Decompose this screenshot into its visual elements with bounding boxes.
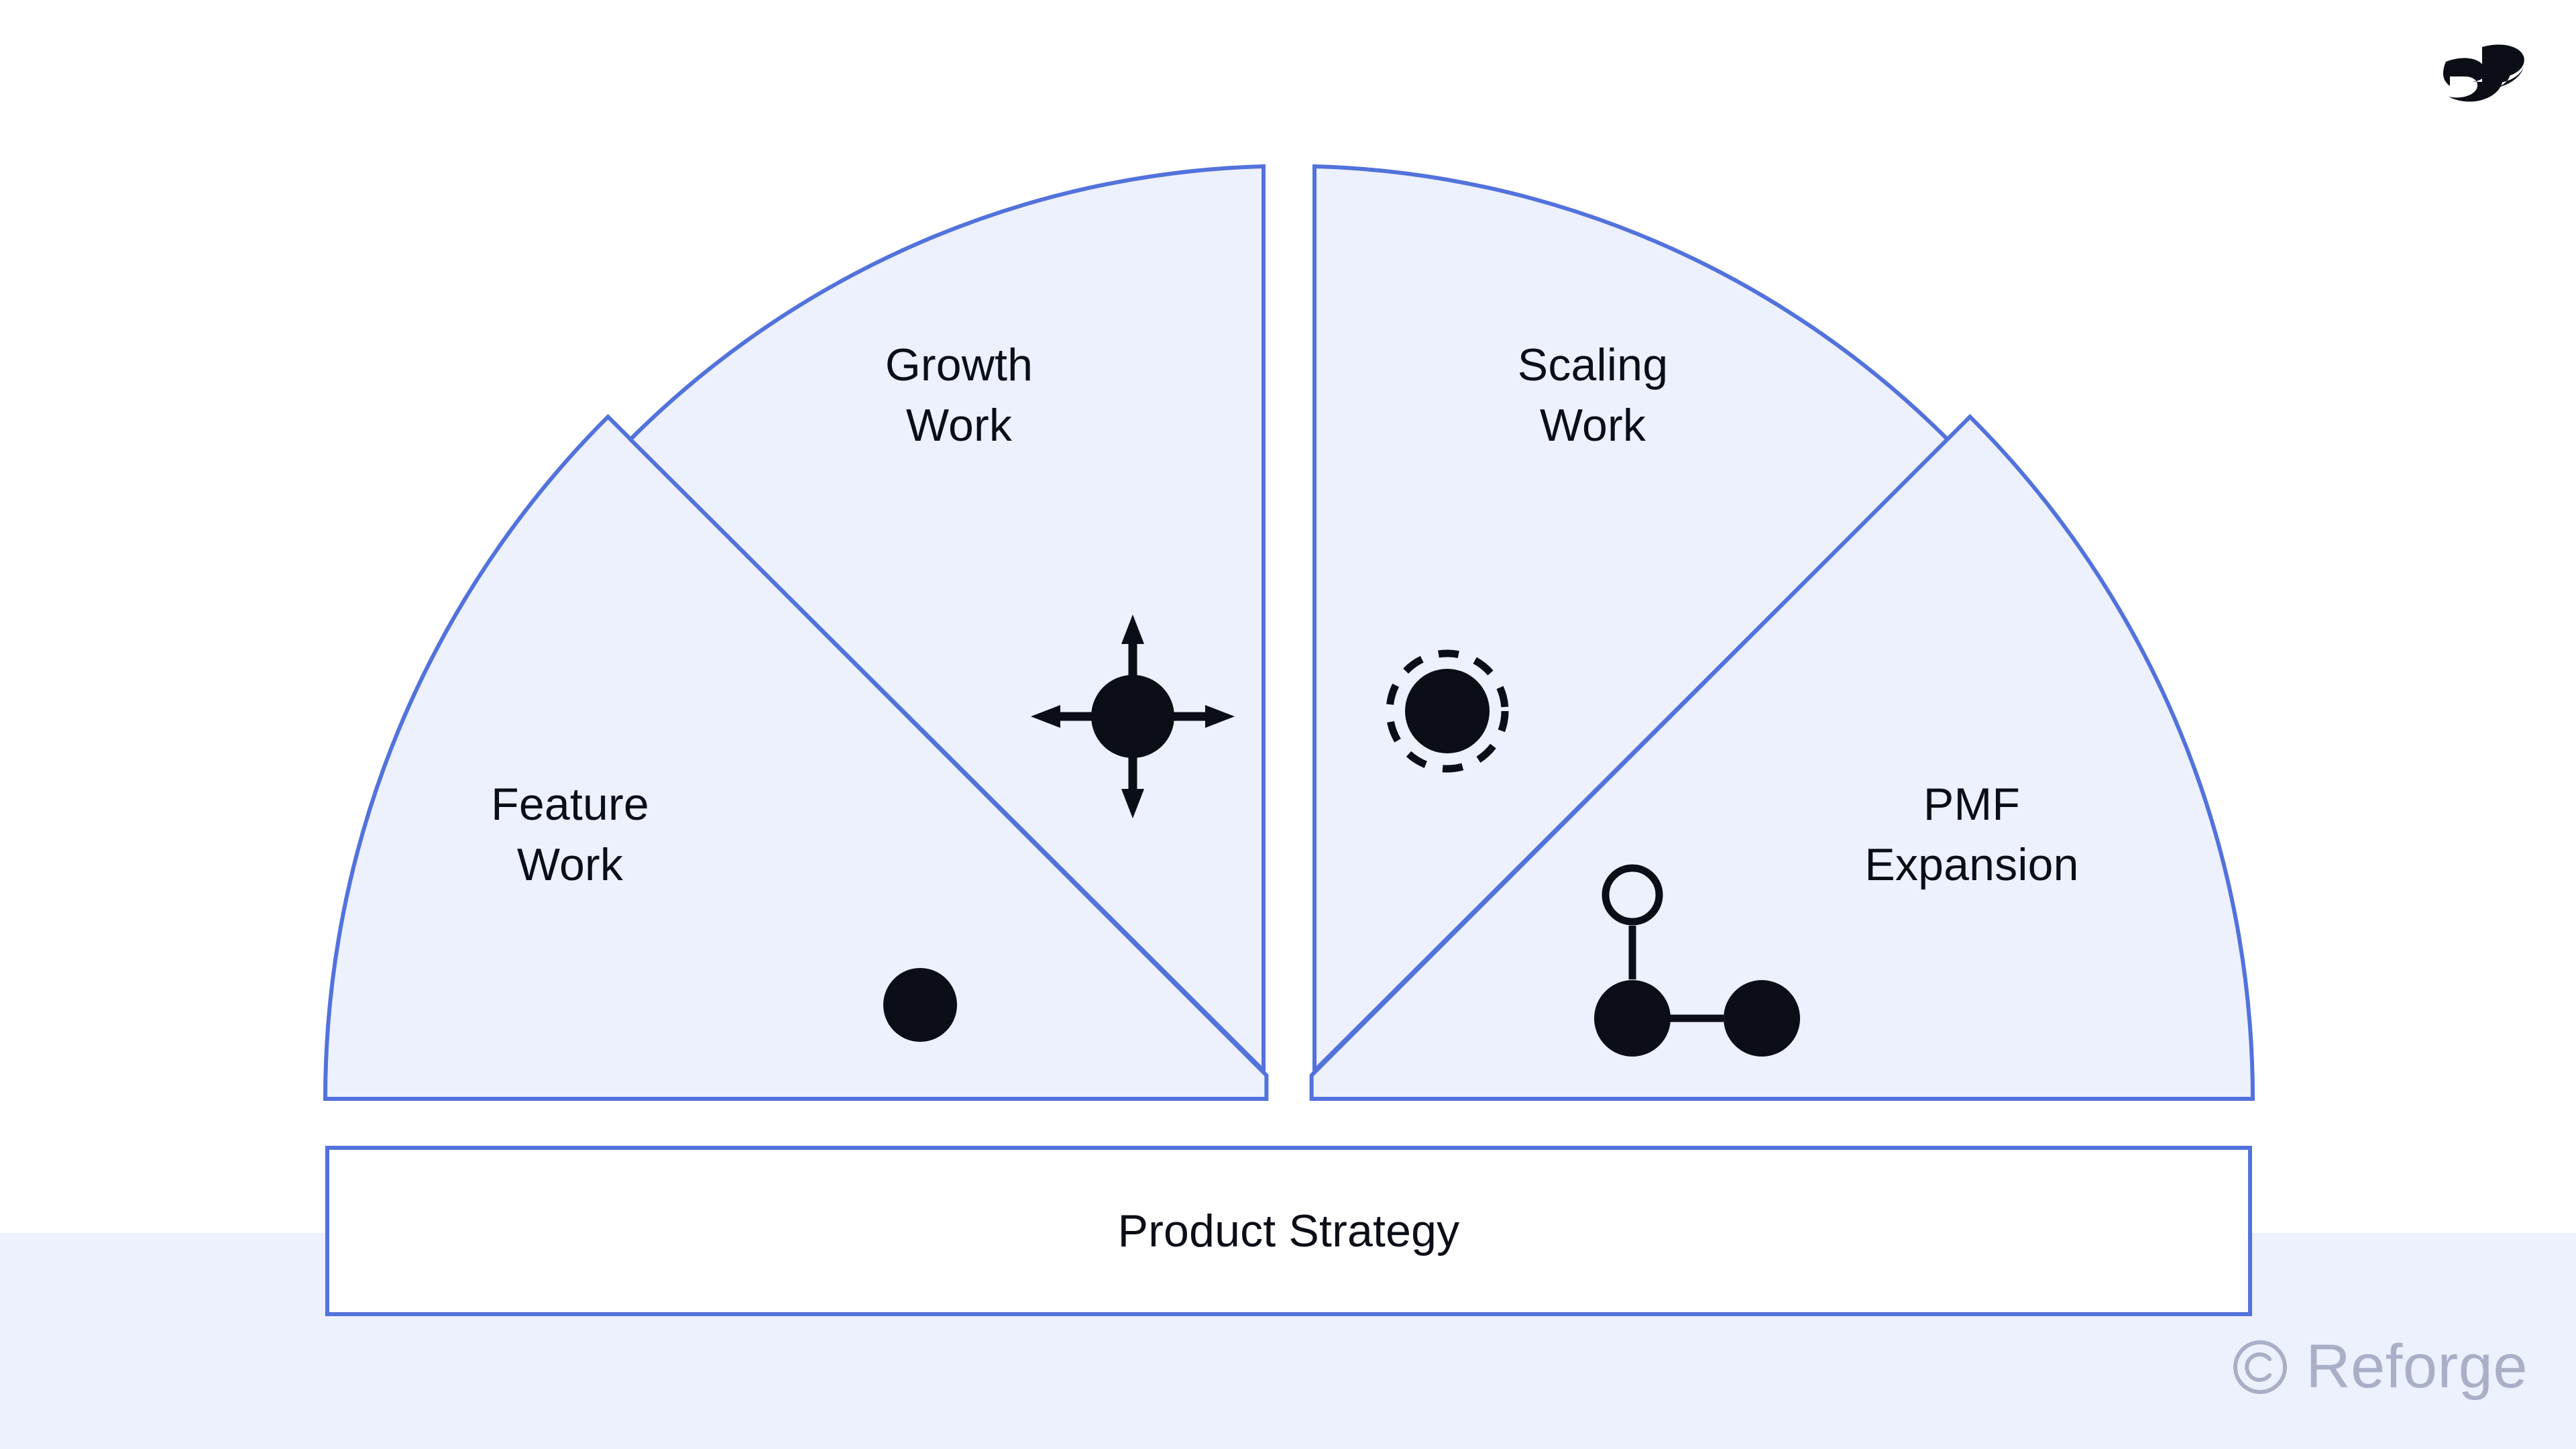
sector-label-feature-work: Feature Work [491, 779, 649, 890]
sector-shape-pmf-expansion [1309, 413, 2255, 1101]
foundation-box-product-strategy[interactable]: Product Strategy [325, 1146, 2252, 1316]
copyright-icon [2233, 1340, 2288, 1394]
sector-scaling-work[interactable] [1312, 164, 1951, 1076]
sector-label-scaling-work: Scaling Work [1517, 339, 1669, 451]
foundation-label: Product Strategy [1117, 1205, 1460, 1256]
four-way-expand-arrows-icon [1031, 614, 1235, 818]
node-network-icon [1594, 864, 1800, 1057]
watermark-label: Reforge [2306, 1332, 2528, 1401]
sector-label-growth-work: Growth Work [885, 339, 1033, 451]
sector-pmf-expansion[interactable] [1309, 413, 2255, 1101]
sector-label-pmf-expansion: PMF Expansion [1864, 779, 2079, 890]
sector-shape-growth-work [627, 164, 1266, 1076]
sector-growth-work[interactable] [627, 164, 1266, 1076]
sector-shape-feature-work [323, 413, 1269, 1101]
reforge-logo-mark-icon [2443, 44, 2524, 102]
sector-feature-work[interactable] [323, 413, 1269, 1101]
reforge-watermark: Reforge [2232, 1332, 2528, 1402]
sector-shape-scaling-work [1312, 164, 1951, 1076]
dashed-ring-dot-icon [1386, 649, 1509, 773]
single-dot-icon [883, 968, 957, 1042]
